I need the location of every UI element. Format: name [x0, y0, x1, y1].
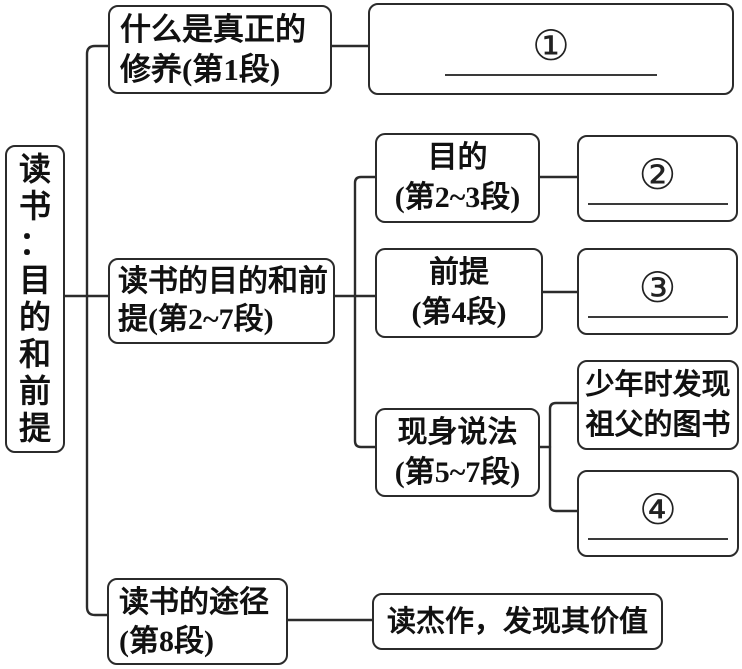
- circled-4-symbol: ④: [639, 485, 677, 534]
- leaf-grandfather-books-line1: 少年时发现: [585, 369, 731, 401]
- leaf-read-masterpieces-label: 读杰作，发现其价值: [386, 605, 648, 638]
- answer-blank-3: ③: [577, 248, 738, 335]
- leaf-read-masterpieces: 读杰作，发现其价值: [372, 593, 663, 650]
- branch-purpose-and-premise-line1: 读书的目的和前: [118, 265, 328, 298]
- branch-what-is-cultivation-line1: 什么是真正的: [120, 11, 306, 47]
- circled-1-symbol: ①: [532, 20, 570, 70]
- subnode-personal-example: 现身说法 (第5~7段): [375, 408, 540, 497]
- subnode-premise-line1: 前提: [429, 256, 489, 289]
- connector-branch2-bracket: [353, 175, 377, 449]
- circled-3-symbol: ③: [638, 263, 677, 312]
- root-label-char: ：: [18, 225, 51, 261]
- answer-underline-1: [445, 73, 657, 76]
- root-label: 读书：目的和前提: [19, 151, 51, 447]
- branch-purpose-and-premise: 读书的目的和前 提(第2~7段): [108, 258, 335, 344]
- branch-what-is-cultivation: 什么是真正的 修养(第1段): [108, 5, 332, 94]
- branch-reading-path-line2: (第8段): [119, 624, 214, 658]
- branch-reading-path: 读书的途径 (第8段): [107, 578, 288, 665]
- subnode-purpose: 目的 (第2~3段): [375, 133, 540, 223]
- connector-trunk-bracket: [85, 44, 110, 617]
- circled-2-symbol: ②: [638, 150, 677, 199]
- leaf-grandfather-books: 少年时发现 祖父的图书: [577, 360, 739, 450]
- root-label-char: 提: [18, 410, 51, 446]
- subnode-personal-example-line2: (第5~7段): [394, 455, 521, 489]
- root-label-char: 和: [18, 336, 51, 372]
- root-label-char: 书: [18, 188, 51, 224]
- subnode-personal-example-line1: 现身说法: [397, 415, 518, 449]
- root-label-char: 读: [18, 151, 51, 187]
- answer-blank-1: ①: [368, 3, 734, 95]
- leaf-grandfather-books-line2: 祖父的图书: [585, 409, 731, 441]
- subnode-purpose-line2: (第2~3段): [394, 181, 521, 214]
- branch-purpose-and-premise-line2: 提(第2~7段): [118, 303, 274, 336]
- answer-underline-2: [587, 203, 728, 205]
- root-label-char: 前: [18, 373, 51, 409]
- subnode-premise-line2: (第4段): [411, 296, 507, 329]
- root-label-char: 目: [18, 262, 51, 298]
- answer-blank-4: ④: [577, 470, 739, 557]
- answer-blank-2: ②: [577, 135, 738, 222]
- root-label-char: 的: [18, 299, 51, 335]
- answer-underline-4: [588, 538, 728, 540]
- root-node: 读书：目的和前提: [5, 145, 65, 453]
- answer-underline-3: [587, 316, 728, 318]
- subnode-purpose-line1: 目的: [427, 141, 488, 174]
- subnode-premise: 前提 (第4段): [375, 248, 543, 338]
- connector-example-bracket: [548, 401, 579, 513]
- branch-what-is-cultivation-line2: 修养(第1段): [120, 51, 281, 87]
- branch-reading-path-line1: 读书的途径: [119, 585, 269, 619]
